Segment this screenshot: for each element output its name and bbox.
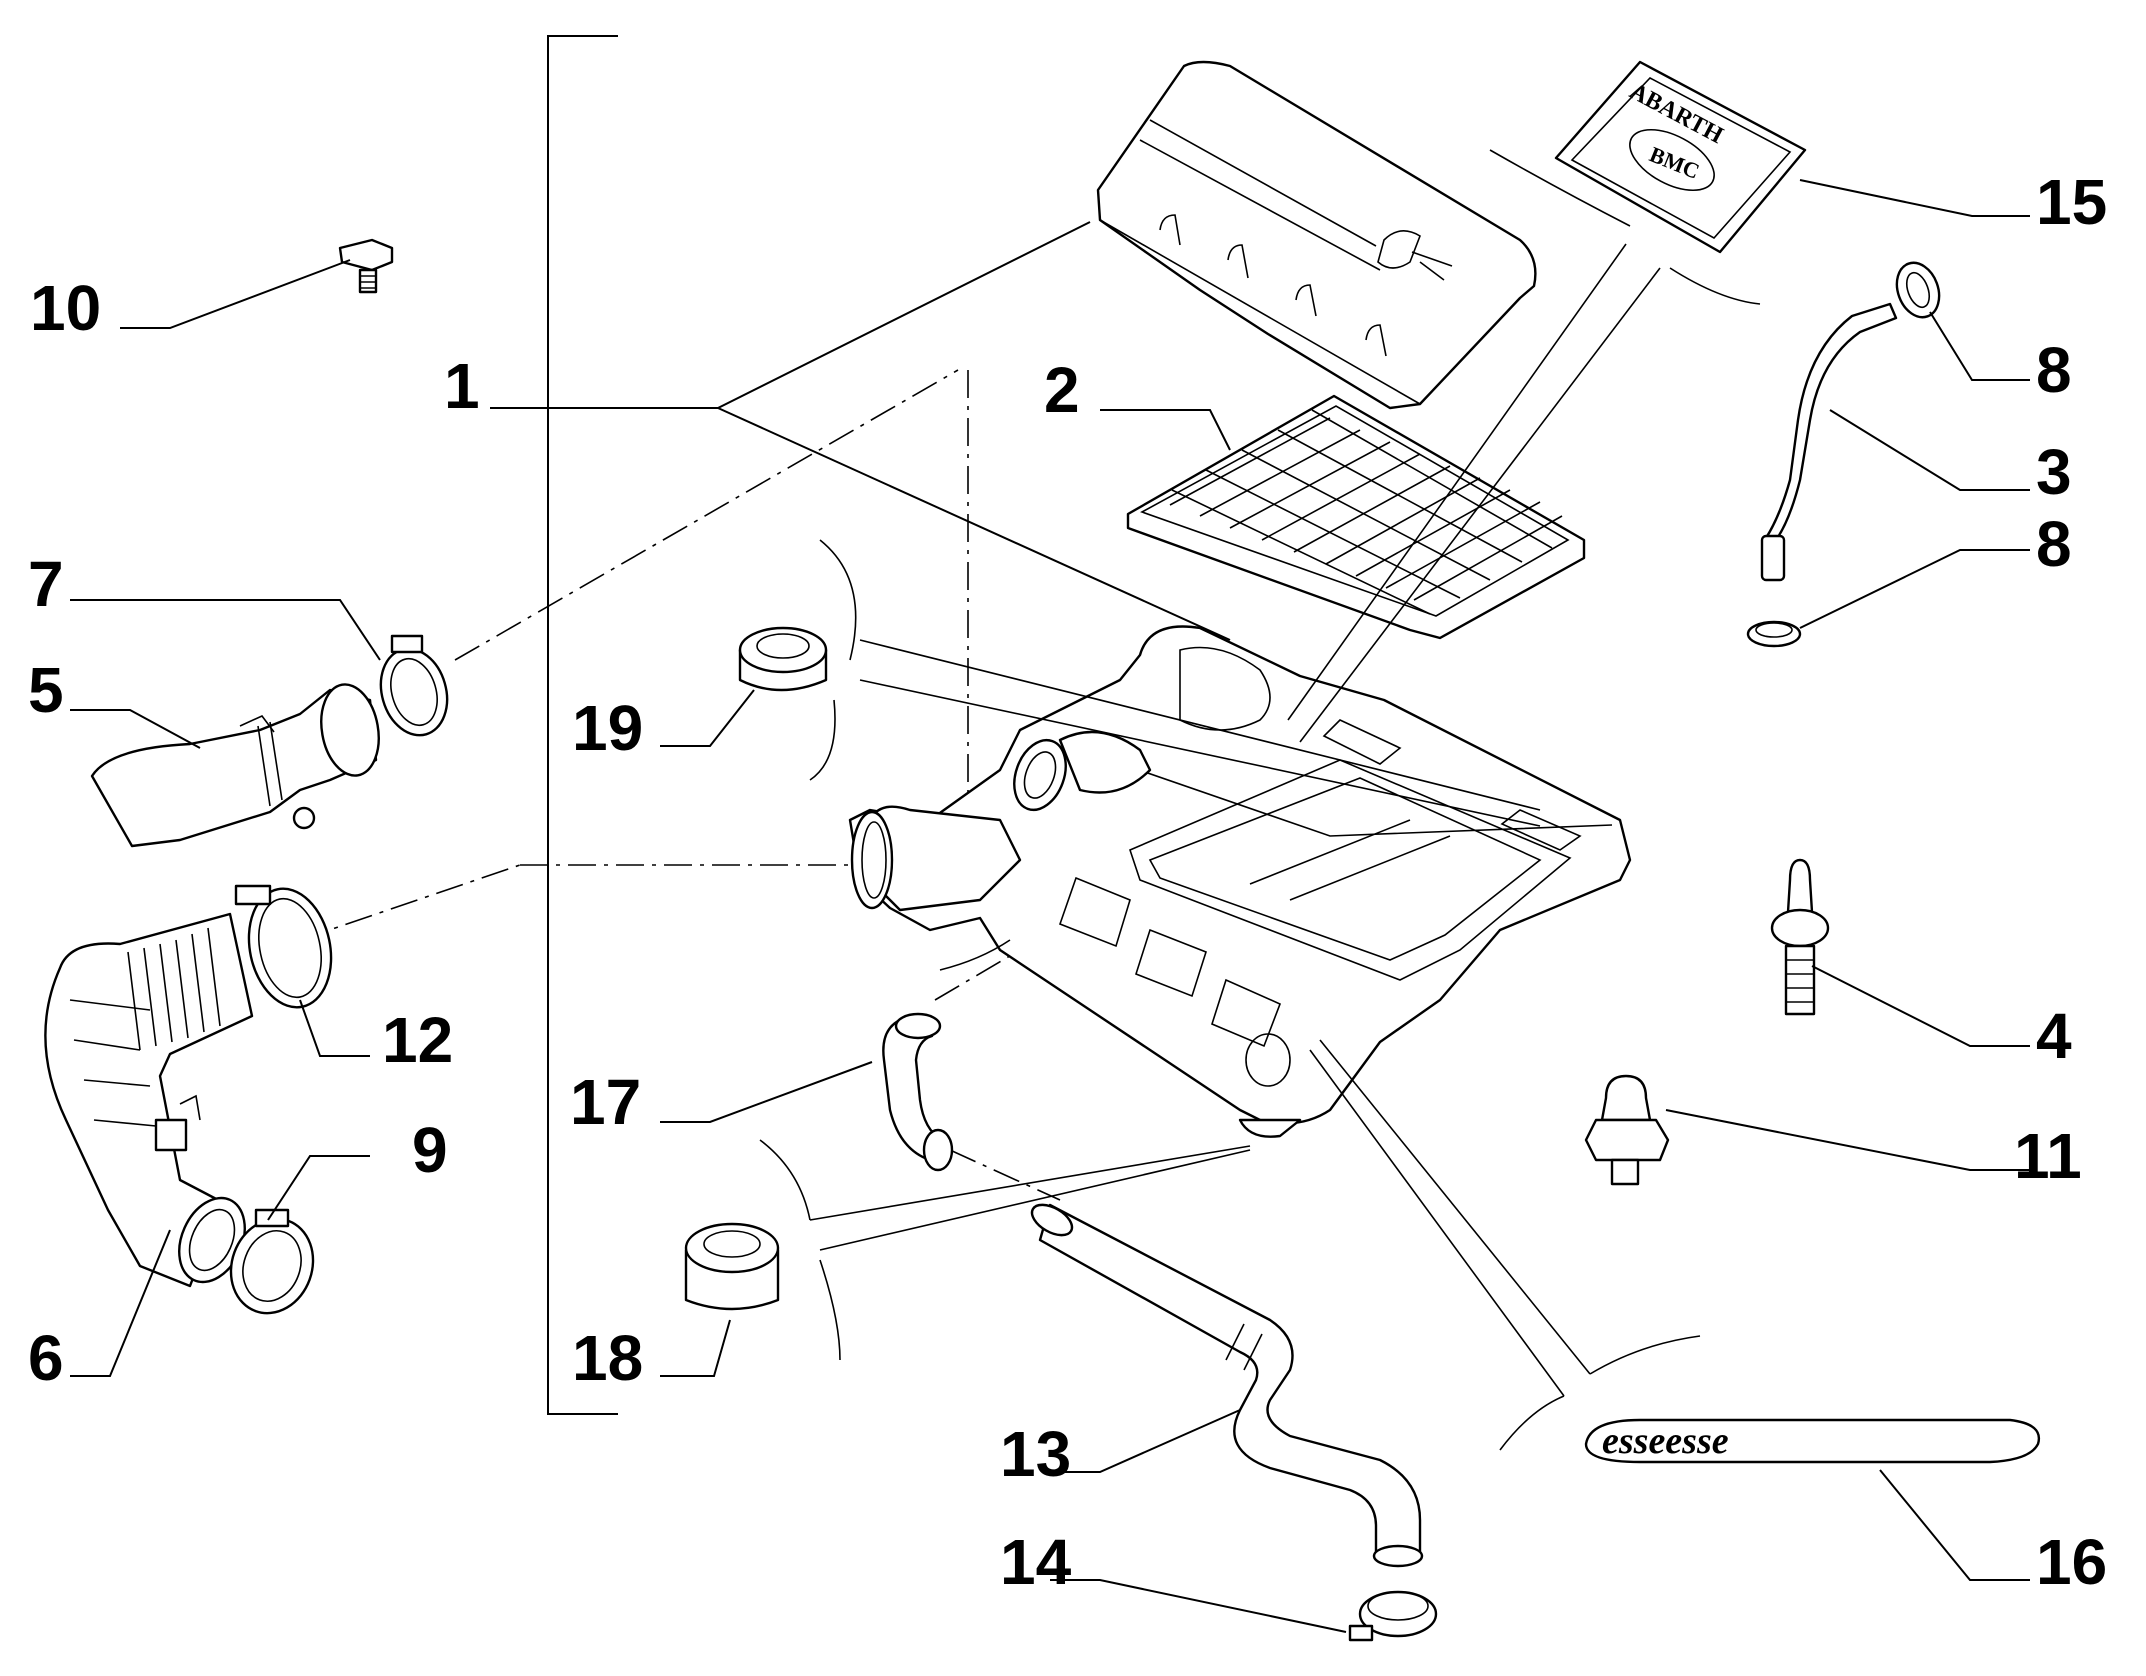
intake-duct-part-5 <box>90 683 380 848</box>
callout-4: 4 <box>2036 1000 2072 1072</box>
air-filter-part-2 <box>1126 394 1586 640</box>
callout-7: 7 <box>28 548 64 620</box>
callout-1: 1 <box>444 350 480 422</box>
leader-lines <box>70 149 2030 1633</box>
callout-14: 14 <box>1000 1526 1072 1598</box>
breather-pipe-part-13 <box>1030 1203 1424 1568</box>
hose-part-17 <box>882 1012 954 1172</box>
engine-cover <box>1096 60 1537 410</box>
clip-part-8-lower <box>1746 620 1802 648</box>
fastener-part-4 <box>1770 858 1830 1016</box>
callout-10: 10 <box>30 272 101 344</box>
callout-2: 2 <box>1044 354 1080 426</box>
callout-15: 15 <box>2036 166 2107 238</box>
rubber-mount-part-11 <box>1584 1074 1670 1186</box>
callout-13: 13 <box>1000 1418 1071 1490</box>
callout-17: 17 <box>570 1066 641 1138</box>
badge-text: esseesse <box>1602 1420 1729 1462</box>
callout-16: 16 <box>2036 1526 2107 1598</box>
callout-19: 19 <box>572 692 643 764</box>
hose-corrugations <box>127 927 221 1051</box>
callout-9: 9 <box>412 1114 448 1186</box>
callout-8-lower: 8 <box>2036 508 2072 580</box>
decal-plate-part-15: ABARTH BMC <box>1554 60 1807 254</box>
clip-part-8-upper <box>1895 261 1941 319</box>
callout-12: 12 <box>382 1004 453 1076</box>
air-box-housing <box>848 625 1632 1138</box>
callout-3: 3 <box>2036 436 2072 508</box>
alignment-lines <box>299 369 1061 1201</box>
vent-pipe-part-3 <box>1760 302 1898 582</box>
group-bracket <box>547 35 618 1415</box>
badge-part-16: esseesse <box>1584 1418 2041 1464</box>
clip-part-9 <box>229 1208 315 1315</box>
clip-part-14 <box>1348 1590 1438 1642</box>
bolt-part-10 <box>338 238 394 294</box>
grommet-part-19 <box>738 626 828 692</box>
filter-mesh <box>1169 409 1563 615</box>
callout-18: 18 <box>572 1322 643 1394</box>
clip-part-7 <box>379 634 449 737</box>
grommet-part-18 <box>684 1222 780 1311</box>
clip-part-12 <box>234 884 333 1009</box>
callout-8-upper: 8 <box>2036 334 2072 406</box>
callout-labels: 10 1 2 7 5 19 12 9 17 6 18 13 14 16 15 8… <box>28 166 2107 1598</box>
callout-6: 6 <box>28 1322 64 1394</box>
callout-11: 11 <box>2014 1120 2082 1192</box>
inlet-hose-part-6 <box>44 912 254 1288</box>
callout-5: 5 <box>28 654 64 726</box>
